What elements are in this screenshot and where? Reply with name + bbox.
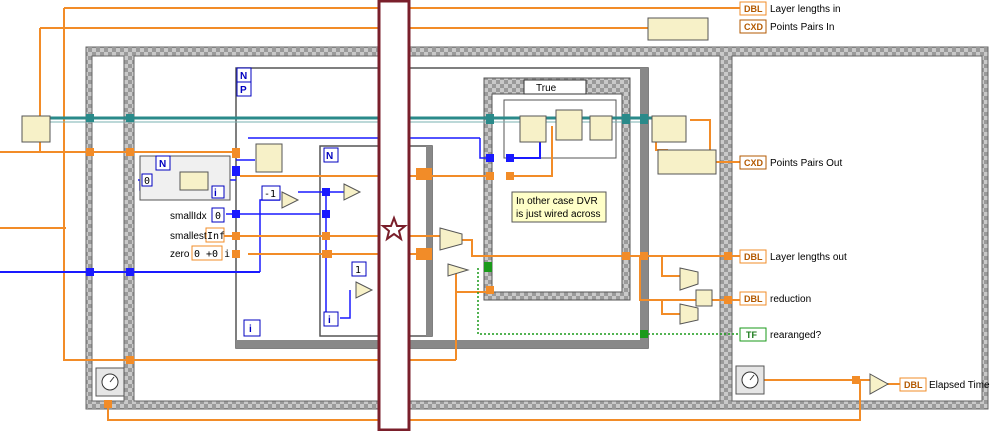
nodes: [21, 17, 890, 408]
sum-node: [439, 227, 463, 251]
reduction-label: reduction: [770, 294, 811, 305]
shift-i-symbol: i: [214, 188, 217, 199]
case-selector-label[interactable]: True: [536, 83, 557, 94]
star-icon: [380, 215, 408, 242]
dbl-type-4: DBL: [904, 380, 923, 390]
inner-n-symbol: N: [159, 159, 166, 170]
text-layer: DBL Layer lengths in CXD Points Pairs In…: [144, 4, 990, 391]
array-icon: [21, 115, 51, 143]
cxd-type-2: CXD: [744, 158, 764, 168]
one-constant: 1: [355, 265, 361, 276]
zero-value: 0 +0 i: [194, 249, 230, 260]
smallidx-value: 0: [215, 211, 221, 222]
loop-n-symbol: N: [240, 71, 247, 82]
inner-loop-n-symbol: N: [326, 151, 333, 162]
highlight-overlay: [377, 0, 411, 431]
smallidx-label: smallIdx: [170, 211, 207, 222]
comment-box: [511, 191, 607, 223]
loop-p-symbol: P: [240, 85, 247, 96]
zero-constant: 0: [144, 176, 150, 187]
tick-count-icon-2: [735, 365, 765, 395]
multiply-node: [651, 115, 687, 143]
smallest-label: smallest: [170, 231, 207, 242]
comment-line-1: In other case DVR: [516, 196, 598, 207]
layer-lengths-out-label: Layer lengths out: [770, 252, 847, 263]
layer-lengths-in-label: Layer lengths in: [770, 4, 841, 15]
less-than-node: [447, 263, 470, 277]
add-node: [179, 171, 209, 191]
loop-i-symbol: i: [249, 324, 252, 335]
tf-type: TF: [746, 330, 757, 340]
dbl-type-1: DBL: [744, 4, 763, 14]
index-array-node: [255, 143, 283, 173]
dbl-type-2: DBL: [744, 252, 763, 262]
dbl-type-3: DBL: [744, 294, 763, 304]
elapsed-time-label: Elapsed Time: [929, 380, 990, 391]
comment-line-2: is just wired across: [516, 209, 600, 220]
rearanged-label: rearanged?: [770, 330, 822, 341]
points-pairs-out-label: Points Pairs Out: [770, 158, 842, 169]
cxd-type-1: CXD: [744, 22, 764, 32]
points-pairs-in-label: Points Pairs In: [770, 22, 834, 33]
complex-to-re-im-node: [647, 17, 709, 41]
neg-one-constant: -1: [264, 189, 276, 200]
terminals: [739, 1, 927, 392]
re-im-to-complex-node: [657, 149, 717, 175]
inner-for-loop: [319, 145, 433, 337]
smallest-value: Inf: [207, 231, 225, 242]
zero-label: zero: [170, 249, 190, 260]
inner-loop-i-symbol: i: [328, 315, 331, 326]
divide-node: [695, 289, 713, 307]
subtract-node-2: [869, 373, 890, 395]
n-terminal-small: [155, 155, 171, 171]
subtract-node: [343, 183, 362, 201]
